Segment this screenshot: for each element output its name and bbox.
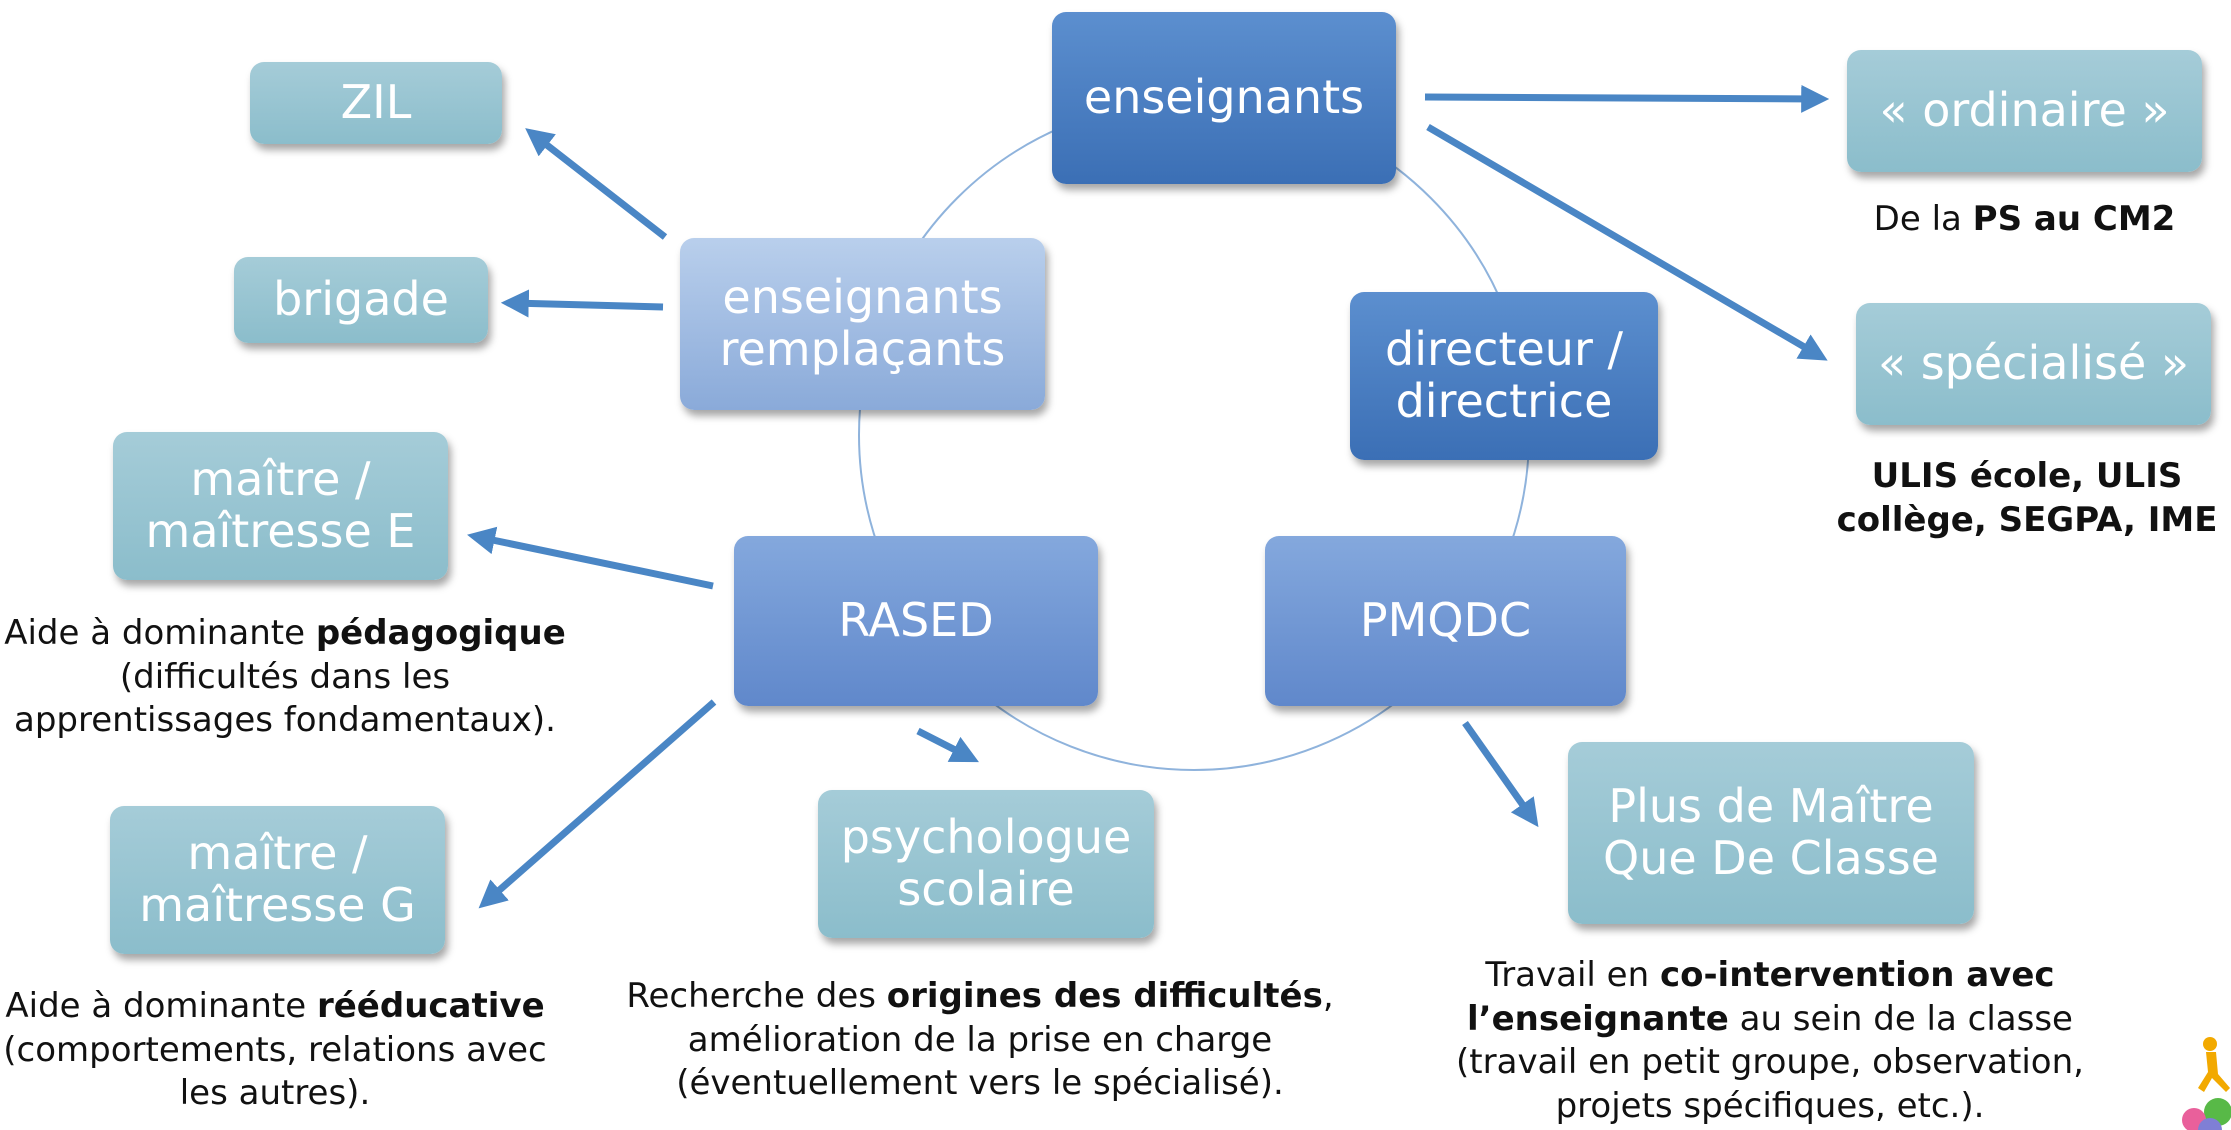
psychologue-caption: Recherche des origines des difficultés, … <box>620 975 1340 1106</box>
arrow-to-specialise <box>1426 123 1828 361</box>
maitre-e-caption: Aide à dominante pédagogique (difficulté… <box>0 612 570 743</box>
maitre-g-label: maître / maîtresse G <box>139 826 416 932</box>
ordinaire-caption-pre: De la <box>1873 199 1973 239</box>
zil-box: ZIL <box>250 62 502 144</box>
maitre-g-box: maître / maîtresse G <box>110 806 445 954</box>
ordinaire-label: « ordinaire » <box>1879 83 2170 138</box>
maitre-e-caption-pre: Aide à dominante <box>4 613 316 653</box>
zil-label: ZIL <box>340 75 412 130</box>
maitre-g-caption: Aide à dominante rééducative (comporteme… <box>0 985 550 1116</box>
plus-de-maitre-label: Plus de Maître Que De Classe <box>1603 779 1939 885</box>
maitre-e-label: maître / maîtresse E <box>145 452 416 558</box>
enseignants-remplacants-label: enseignants remplaçants <box>719 270 1006 376</box>
arrow-to-zil <box>525 128 668 240</box>
arrow-to-maitre-g <box>478 699 717 909</box>
ordinaire-caption-bold: PS au CM2 <box>1972 199 2176 239</box>
plus-de-maitre-box: Plus de Maître Que De Classe <box>1568 742 1974 924</box>
hiker-gears-logo-icon <box>2182 1037 2231 1130</box>
maitre-e-box: maître / maîtresse E <box>113 432 448 580</box>
brigade-box: brigade <box>234 257 488 343</box>
ordinaire-caption: De la PS au CM2 <box>1847 198 2202 242</box>
specialise-caption: ULIS école, ULIS collège, SEGPA, IME <box>1826 455 2228 542</box>
rased-label: RASED <box>838 593 994 648</box>
specialise-label: « spécialisé » <box>1877 336 2190 391</box>
psychologue-box: psychologue scolaire <box>818 790 1154 938</box>
plus-de-maitre-caption-bold: co-intervention avec l’enseignante <box>1467 955 2055 1039</box>
psychologue-caption-bold: origines des difficultés <box>886 976 1323 1016</box>
psychologue-label: psychologue scolaire <box>840 810 1132 916</box>
arrow-to-plus-de-maitre <box>1462 720 1539 828</box>
maitre-e-caption-post: (difficultés dans les apprentissages fon… <box>14 656 556 741</box>
rased-box: RASED <box>734 536 1098 706</box>
specialise-caption-bold: ULIS école, ULIS collège, SEGPA, IME <box>1836 456 2218 540</box>
directeur-label: directeur / directrice <box>1385 322 1623 428</box>
pmqdc-box: PMQDC <box>1265 536 1626 706</box>
psychologue-caption-post: , amélioration de la prise en charge (év… <box>676 976 1334 1104</box>
brigade-label: brigade <box>273 272 449 327</box>
pmqdc-label: PMQDC <box>1359 593 1532 648</box>
plus-de-maitre-caption: Travail en co-intervention avec l’enseig… <box>1420 954 2120 1128</box>
specialise-box: « spécialisé » <box>1856 303 2211 425</box>
arrow-to-psychologue <box>916 727 979 763</box>
arrow-to-maitre-e <box>467 526 714 590</box>
enseignants-remplacants-box: enseignants remplaçants <box>680 238 1045 410</box>
maitre-g-caption-pre: Aide à dominante <box>5 986 317 1026</box>
ordinaire-box: « ordinaire » <box>1847 50 2202 172</box>
arrow-to-ordinaire <box>1424 84 1830 113</box>
enseignants-box: enseignants <box>1052 12 1396 184</box>
directeur-box: directeur / directrice <box>1350 292 1658 460</box>
psychologue-caption-pre: Recherche des <box>626 976 887 1016</box>
enseignants-label: enseignants <box>1083 70 1365 125</box>
maitre-g-caption-bold: rééducative <box>316 986 545 1026</box>
maitre-e-caption-bold: pédagogique <box>315 613 566 653</box>
maitre-g-caption-post: (comportements, relations avec les autre… <box>3 1029 547 1114</box>
arrow-to-brigade <box>500 289 664 318</box>
plus-de-maitre-caption-pre: Travail en <box>1485 955 1660 995</box>
plus-de-maitre-caption-post: au sein de la classe (travail en petit g… <box>1456 998 2084 1126</box>
